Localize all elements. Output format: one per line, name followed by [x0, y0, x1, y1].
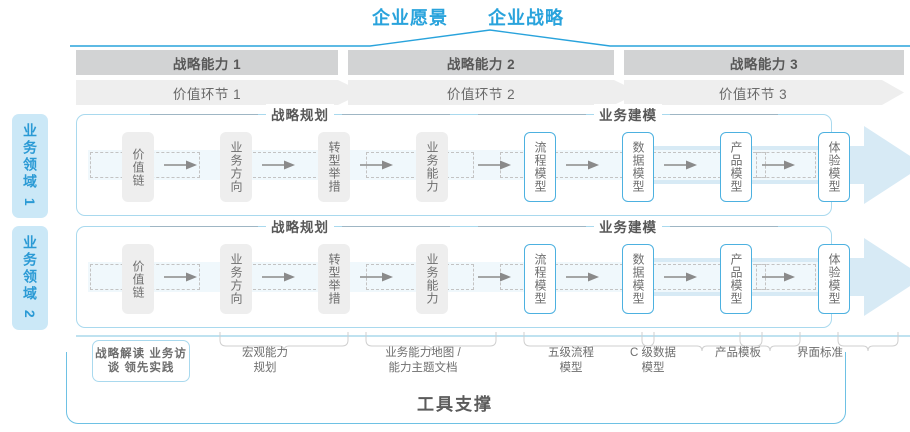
- flow-arrow-icon: [664, 272, 697, 282]
- enterprise-strategy-title: 企业战略: [488, 8, 564, 28]
- heading-rule-right: [342, 225, 450, 227]
- tool-bracket-connectors: [76, 332, 910, 352]
- placeholder-dashed-box: [500, 152, 628, 178]
- tool-label-2: 业务能力地图 / 能力主题文档: [385, 347, 461, 374]
- modeling-node-2[interactable]: 数据模型: [622, 132, 654, 202]
- heading-rule-right: [342, 113, 450, 115]
- sidebar-item-domain-1[interactable]: 业务领域 1: [12, 114, 48, 218]
- flow-arrow-icon: [164, 160, 197, 170]
- heading-rule-right: [670, 113, 778, 115]
- planning-node-4[interactable]: 业务能力: [416, 132, 448, 202]
- placeholder-dashed-box: [756, 264, 816, 290]
- flow-arrow-icon: [360, 272, 393, 282]
- sidebar-item-domain-2[interactable]: 业务领域 2: [12, 226, 48, 330]
- vision-strategy-header: 企业愿景 企业战略: [0, 4, 910, 30]
- heading-rule-left: [478, 113, 586, 115]
- planning-node-2[interactable]: 业务方向: [220, 132, 252, 202]
- flow-arrow-icon: [664, 160, 697, 170]
- capability-cell-3[interactable]: 战略能力 3: [624, 50, 904, 75]
- flow-arrow-icon: [360, 160, 393, 170]
- flow-arrow-icon: [566, 272, 599, 282]
- planning-node-2[interactable]: 业务方向: [220, 244, 252, 314]
- modeling-node-1[interactable]: 流程模型: [524, 244, 556, 314]
- planning-node-3[interactable]: 转型举措: [318, 132, 350, 202]
- section-heading: 战略规划: [150, 216, 450, 236]
- value-chain-cell-2[interactable]: 价值环节 2: [446, 86, 516, 102]
- value-chain-chevrons: [76, 80, 904, 105]
- heading-rule-left: [150, 113, 258, 115]
- planning-node-3[interactable]: 转型举措: [318, 244, 350, 314]
- tool-label-6: 界面标准: [797, 347, 843, 359]
- flow-arrow-icon: [262, 272, 295, 282]
- value-chain-cell-1[interactable]: 价值环节 1: [172, 86, 242, 102]
- support-frame: [66, 352, 846, 424]
- section-title: 业务建模: [594, 216, 662, 236]
- section-heading: 业务建模: [478, 104, 778, 124]
- enterprise-vision-title: 企业愿景: [372, 8, 448, 28]
- vision-connector-line: [70, 29, 910, 47]
- planning-node-4[interactable]: 业务能力: [416, 244, 448, 314]
- section-title: 战略规划: [266, 216, 334, 236]
- modeling-node-4[interactable]: 体验模型: [818, 244, 850, 314]
- planning-node-1[interactable]: 价值链: [122, 132, 154, 202]
- tool-label-3: 五级流程 模型: [548, 347, 594, 374]
- modeling-node-2[interactable]: 数据模型: [622, 244, 654, 314]
- flow-arrow-icon: [762, 272, 795, 282]
- support-title: 工具支撑: [417, 395, 493, 414]
- planning-node-1[interactable]: 价值链: [122, 244, 154, 314]
- section-heading: 战略规划: [150, 104, 450, 124]
- flow-background-band: [88, 262, 820, 292]
- capability-cell-2[interactable]: 战略能力 2: [348, 50, 614, 75]
- capability-cell-1[interactable]: 战略能力 1: [76, 50, 338, 75]
- value-chain-cell-3[interactable]: 价值环节 3: [718, 86, 788, 102]
- flow-arrow-icon: [566, 160, 599, 170]
- flow-arrow-icon: [262, 160, 295, 170]
- section-heading: 业务建模: [478, 216, 778, 236]
- tool-label-1: 宏观能力 规划: [242, 347, 288, 374]
- section-title: 战略规划: [266, 104, 334, 124]
- flow-arrow-icon: [164, 272, 197, 282]
- modeling-node-3[interactable]: 产品模型: [720, 132, 752, 202]
- modeling-node-3[interactable]: 产品模型: [720, 244, 752, 314]
- flow-arrow-icon: [478, 160, 511, 170]
- flow-arrow-icon: [762, 160, 795, 170]
- heading-rule-left: [150, 225, 258, 227]
- capability-bar-row: 战略能力 1 战略能力 2 战略能力 3: [76, 50, 904, 75]
- modeling-node-4[interactable]: 体验模型: [818, 132, 850, 202]
- flow-background-band: [88, 150, 820, 180]
- domain-row-1: 战略规划 业务建模价值链 业务方向 转型举措 业务能力 流程模型 数据模型 产品模型 体验模型: [76, 104, 910, 218]
- section-title: 业务建模: [594, 104, 662, 124]
- value-chain-bar-row: 价值环节 1 价值环节 2 价值环节 3: [76, 80, 904, 105]
- modeling-node-1[interactable]: 流程模型: [524, 132, 556, 202]
- flow-arrow-icon: [478, 272, 511, 282]
- placeholder-dashed-box: [756, 152, 816, 178]
- tool-box-strategy-inputs: 战略解读 业务访谈 领先实践: [92, 340, 190, 382]
- tool-label-4: C 级数据 模型: [630, 347, 676, 374]
- domain-row-2: 战略规划 业务建模价值链 业务方向 转型举措 业务能力 流程模型 数据模型 产品模型 体验模型: [76, 216, 910, 330]
- heading-rule-right: [670, 225, 778, 227]
- tool-label-5: 产品模板: [715, 347, 761, 359]
- placeholder-dashed-box: [500, 264, 628, 290]
- heading-rule-left: [478, 225, 586, 227]
